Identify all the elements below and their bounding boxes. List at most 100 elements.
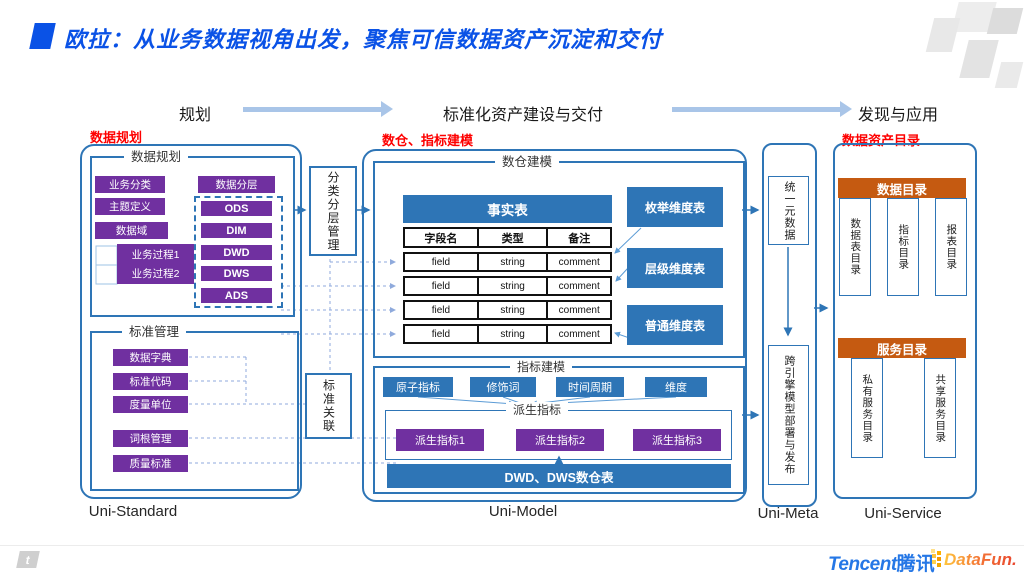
item-measure-unit: 度量单位 <box>113 396 188 413</box>
catalog-report: 报表目录 <box>935 198 967 296</box>
layer-dws: DWS <box>201 266 272 281</box>
catalog-private-service: 私有服务目录 <box>851 358 883 458</box>
standard-link-box: 标准关联 <box>305 373 352 439</box>
cell: string <box>476 302 547 318</box>
watermark-icon: t <box>16 551 40 568</box>
catalog-data-table: 数据表目录 <box>839 198 871 296</box>
phase-build: 标准化资产建设与交付 <box>442 107 603 124</box>
decorative-shape <box>994 62 1024 88</box>
fact-col-comment: 备注 <box>546 229 610 246</box>
phase-arrow-2 <box>672 101 852 117</box>
derived-metric-box: 派生指标 <box>385 402 732 460</box>
unified-metadata-label: 统一元数据 <box>783 180 795 241</box>
catalog-shared-service: 共享服务目录 <box>924 358 956 458</box>
uni-service-label: Uni-Service <box>864 505 942 522</box>
unified-metadata-box: 统一元数据 <box>768 176 809 245</box>
uni-meta-label: Uni-Meta <box>757 505 819 522</box>
component-atomic-metric: 原子指标 <box>383 377 453 397</box>
standard-management-box: 标准管理 <box>90 324 299 491</box>
cell: string <box>476 278 547 294</box>
dim-table-hierarchy: 层级维度表 <box>627 248 723 288</box>
title-bullet-square <box>29 23 56 49</box>
item-standard-code: 标准代码 <box>113 373 188 390</box>
dim-table-common: 普通维度表 <box>627 305 723 345</box>
tencent-logo-cn: 腾讯 <box>896 554 935 575</box>
uni-model-label: Uni-Model <box>488 503 558 520</box>
cell: comment <box>546 278 610 294</box>
item-data-domain: 数据域 <box>95 222 168 239</box>
cell: field <box>431 328 451 340</box>
catalog-metric-label: 指标目录 <box>897 224 910 270</box>
item-word-root: 词根管理 <box>113 430 188 447</box>
datafun-logo-icon <box>932 554 936 558</box>
item-topic-definition: 主题定义 <box>95 198 165 215</box>
catalog-private-service-label: 私有服务目录 <box>861 373 874 443</box>
derived-metric-2: 派生指标2 <box>516 429 604 451</box>
layer-dim: DIM <box>201 223 272 238</box>
business-process-box: 业务过程1 业务过程2 <box>117 244 194 284</box>
fact-table-row: field string comment <box>403 252 612 272</box>
item-business-category: 业务分类 <box>95 176 165 193</box>
cross-engine-box: 跨引擎模型部署与发布 <box>768 345 809 485</box>
fact-col-type: 类型 <box>476 229 547 246</box>
derived-metric-3: 派生指标3 <box>633 429 721 451</box>
component-time-period: 时间周期 <box>556 377 624 397</box>
label-data-planning: 数据规划 <box>90 130 143 145</box>
data-layers-group <box>194 196 283 308</box>
metric-modeling-title: 指标建模 <box>510 359 573 375</box>
component-modifier: 修饰词 <box>470 377 536 397</box>
decorative-shape <box>986 8 1024 34</box>
decorative-shape <box>959 40 999 78</box>
cell: comment <box>546 302 610 318</box>
cell: string <box>476 326 547 342</box>
cell: comment <box>546 326 610 342</box>
decorative-shape <box>925 18 961 52</box>
model-section-container <box>362 149 747 502</box>
business-process-2: 业务过程2 <box>131 267 180 280</box>
cell: field <box>431 256 451 268</box>
dim-table-enum: 枚举维度表 <box>627 187 723 227</box>
dw-table-bar: DWD、DWS数仓表 <box>387 464 731 488</box>
data-planning-box-title: 数据规划 <box>124 149 189 165</box>
uni-standard-label: Uni-Standard <box>88 503 178 520</box>
datafun-logo: DataFun. <box>944 550 1017 569</box>
fact-table-columns: 字段名 类型 备注 <box>403 227 612 248</box>
fact-table-header: 事实表 <box>403 195 612 223</box>
data-layer-header: 数据分层 <box>198 176 275 193</box>
business-process-1: 业务过程1 <box>131 249 180 262</box>
derived-metric-title: 派生指标 <box>506 402 569 418</box>
layer-ods: ODS <box>201 201 272 216</box>
tencent-logo: Tencent腾讯 <box>828 549 935 576</box>
page-title: 欧拉：从业务数据视角出发，聚焦可信数据资产沉淀和交付 <box>64 27 663 52</box>
fact-table-row: field string comment <box>403 276 612 296</box>
metric-modeling-box: 指标建模 <box>373 359 745 494</box>
warehouse-modeling-box: 数仓建模 <box>373 154 745 358</box>
phase-discover: 发现与应用 <box>857 107 938 124</box>
catalog-shared-service-label: 共享服务目录 <box>934 373 947 443</box>
fact-table-row: field string comment <box>403 324 612 344</box>
footer-divider <box>0 545 1024 546</box>
item-data-dictionary: 数据字典 <box>113 349 188 366</box>
cross-engine-label: 跨引擎模型部署与发布 <box>783 355 795 475</box>
cell: comment <box>546 254 610 270</box>
data-catalog-header: 数据目录 <box>838 178 966 198</box>
service-catalog-header: 服务目录 <box>838 338 966 358</box>
item-quality-standard: 质量标准 <box>113 455 188 472</box>
classify-layer-management-box: 分类分层管理 <box>309 166 357 256</box>
tencent-logo-en: Tencent <box>828 554 897 575</box>
standard-management-title: 标准管理 <box>122 324 187 340</box>
layer-ads: ADS <box>201 288 272 303</box>
component-dimension: 维度 <box>645 377 707 397</box>
label-model: 数仓、指标建模 <box>382 133 474 148</box>
fact-col-field: 字段名 <box>424 232 458 245</box>
warehouse-modeling-title: 数仓建模 <box>495 154 560 170</box>
standard-link-label: 标准关联 <box>321 379 336 433</box>
phase-arrow-1 <box>243 101 393 117</box>
catalog-metric: 指标目录 <box>887 198 919 296</box>
cell: string <box>476 254 547 270</box>
cell: field <box>431 304 451 316</box>
layer-dwd: DWD <box>201 245 272 260</box>
planning-section-container <box>80 144 302 499</box>
meta-section-container <box>762 143 817 507</box>
